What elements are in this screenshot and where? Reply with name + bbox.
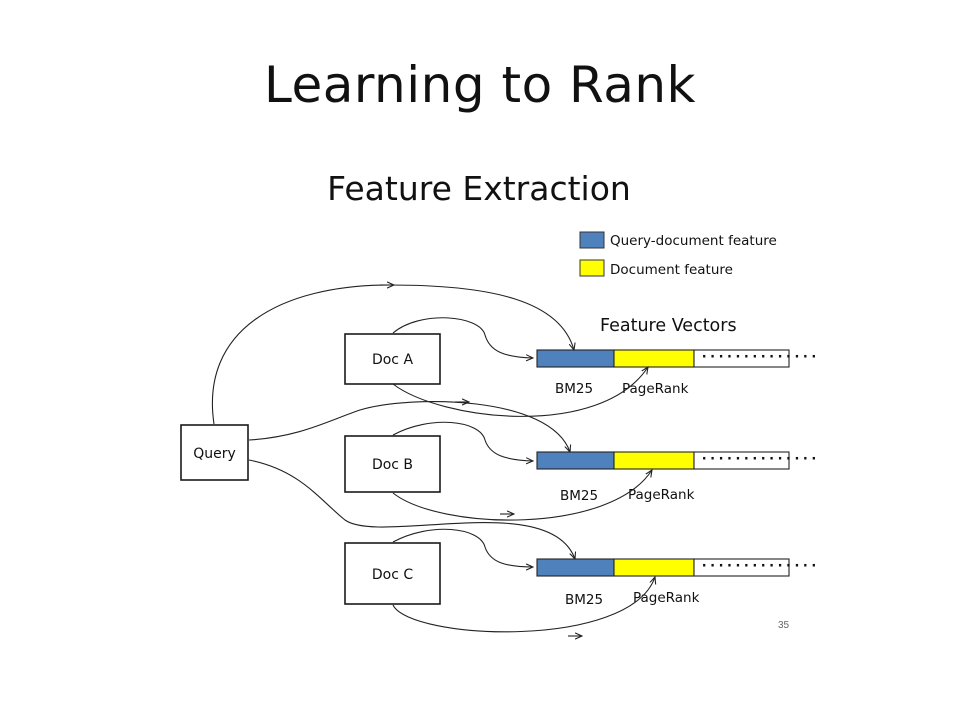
legend: Query-document feature Document feature [579,231,777,278]
feature-vectors-heading: Feature Vectors [600,316,737,336]
legend-label-query-document: Query-document feature [610,233,777,249]
doc-b-label: Doc B [372,457,413,473]
arrow-doc-b-to-bm25-b [392,421,533,461]
doc-node-c: Doc C [344,542,441,605]
arrow-query-to-bm25-b [248,401,570,452]
vector-c-pagerank-cell [613,558,695,577]
vector-c-pagerank-label: PageRank [633,590,700,606]
vector-a-pagerank-label: PageRank [622,381,689,397]
arrow-doc-a-to-bm25-a [392,317,533,358]
doc-node-b: Doc B [344,435,441,493]
feature-vector-c: ·············· BM25 PageRank [536,558,818,608]
vector-b-pagerank-label: PageRank [628,487,695,503]
query-node: Query [180,424,249,481]
slide-title: Learning to Rank [264,56,696,114]
vector-c-bm25-cell [536,558,615,577]
page-number: 35 [778,620,790,631]
connectors [211,285,655,636]
feature-vector-a: ·············· BM25 PageRank [536,349,818,397]
diagram-title: Feature Extraction [327,169,631,208]
vector-b-bm25-label: BM25 [560,488,598,504]
feature-vector-b: ·············· BM25 PageRank [536,451,818,504]
vector-a-bm25-cell [536,349,615,368]
vector-b-rest-cell [693,451,790,470]
doc-node-a: Doc A [344,333,441,385]
doc-c-label: Doc C [372,567,413,583]
arrow-doc-c-to-pagerank-c [392,577,655,633]
legend-swatch-document [579,259,605,277]
arrow-query-to-bm25-c [248,459,575,559]
vector-c-ellipsis: ·············· [700,558,818,574]
legend-swatch-query-document [579,231,605,249]
query-label: Query [193,446,236,462]
vector-c-bm25-label: BM25 [565,592,603,608]
arrow-doc-b-to-pagerank-b [392,470,652,521]
arrow-doc-c-to-bm25-c [392,528,533,567]
doc-a-label: Doc A [372,352,413,368]
vector-a-pagerank-cell [613,349,695,368]
vector-a-ellipsis: ·············· [700,349,818,365]
vector-a-rest-cell [693,349,790,368]
vector-c-rest-cell [693,558,790,577]
arrow-doc-a-to-pagerank-a [392,367,648,417]
vector-b-ellipsis: ·············· [700,451,818,467]
vector-b-bm25-cell [536,451,615,470]
vector-a-bm25-label: BM25 [555,381,593,397]
vector-b-pagerank-cell [613,451,695,470]
legend-label-document: Document feature [610,262,733,278]
